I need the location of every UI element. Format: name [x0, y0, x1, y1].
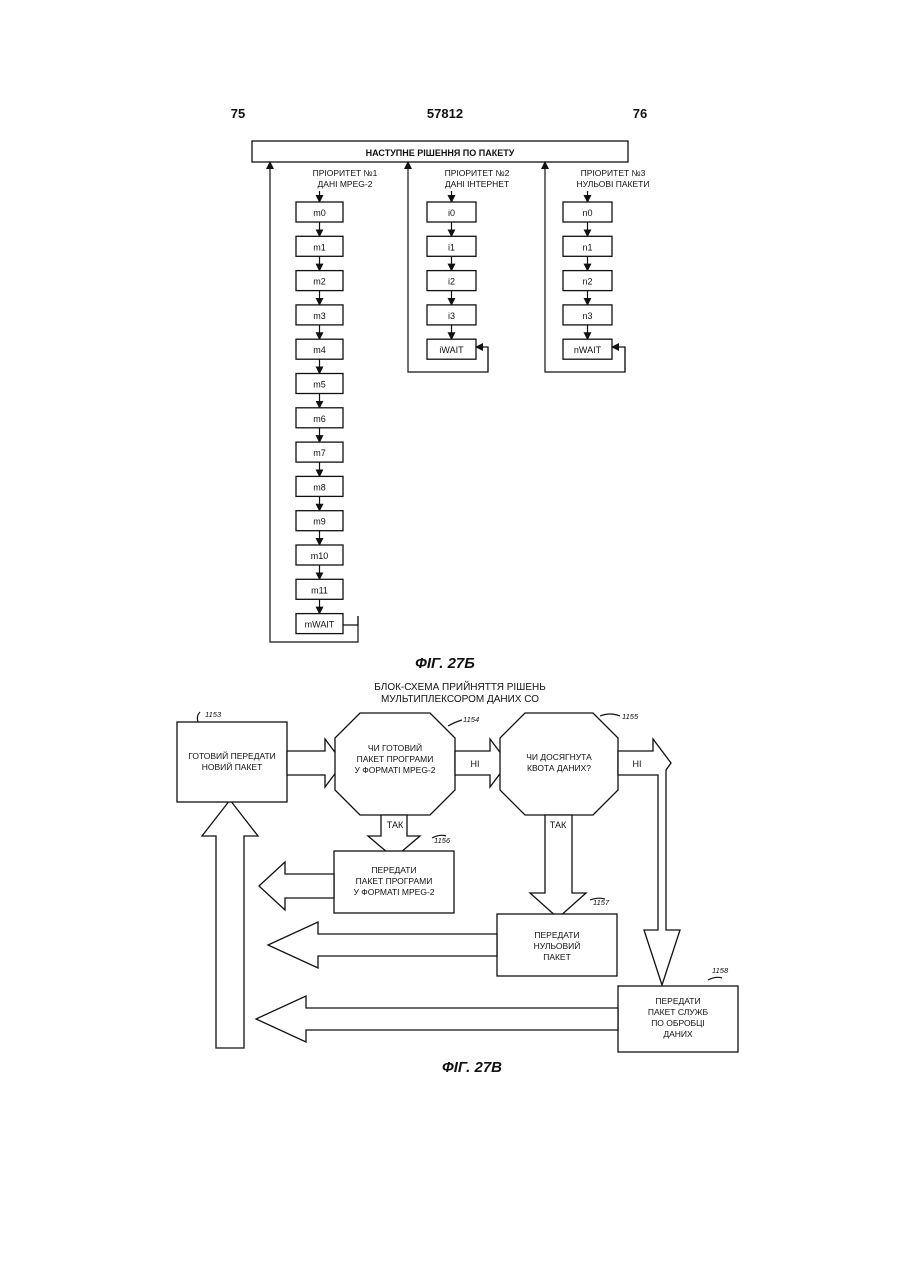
- yes-label-1: ТАК: [387, 820, 404, 830]
- ref-1153-leader: [197, 712, 200, 722]
- return-to-start-arrow: [202, 800, 258, 1048]
- queue1-state-label: m5: [313, 380, 326, 390]
- queue2-state-label: i2: [448, 277, 455, 287]
- arrow-services-send-return: [256, 996, 618, 1042]
- ready-box-line2: НОВИЙ ПАКЕТ: [202, 761, 263, 772]
- send-null-line2: НУЛЬОВИЙ: [534, 940, 581, 951]
- queue1-state-label: m9: [313, 517, 326, 527]
- flowchart-title-line2: МУЛЬТИПЛЕКСОРОМ ДАНИХ СО: [381, 694, 539, 705]
- ref-1158-leader: [708, 977, 722, 980]
- queue1-state-label: m10: [311, 551, 329, 561]
- queue1-mpeg2-column: m0 m1 m2 m3 m4 m5 m6 m7 m8 m9 m10 m11 mWAIT: [296, 191, 343, 634]
- queue1-state-label: m8: [313, 482, 326, 492]
- ref-1154: 1154: [463, 715, 479, 724]
- ref-1153: 1153: [205, 710, 222, 719]
- send-mpeg-line2: ПАКЕТ ПРОГРАМИ: [356, 876, 433, 886]
- send-null-line3: ПАКЕТ: [543, 952, 571, 962]
- flowchart-title-line1: БЛОК-СХЕМА ПРИЙНЯТТЯ РІШЕНЬ: [374, 680, 546, 693]
- queue1-label-line1: ПРІОРИТЕТ №1: [313, 168, 378, 178]
- queue2-internet-column: i0 i1 i2 i3 iWAIT: [427, 191, 476, 359]
- queue1-label-line2: ДАНІ MPEG-2: [318, 179, 373, 189]
- queue2-state-label: i3: [448, 311, 455, 321]
- quota-decision-line2: КВОТА ДАНИХ?: [527, 763, 591, 773]
- next-packet-decision-title: НАСТУПНЕ РІШЕННЯ ПО ПАКЕТУ: [366, 148, 515, 158]
- queue1-state-label: mWAIT: [305, 620, 335, 630]
- queue3-null-column: n0 n1 n2 n3 nWAIT: [563, 191, 612, 359]
- send-services-line1: ПЕРЕДАТИ: [655, 996, 700, 1006]
- queue2-state-label: i0: [448, 208, 455, 218]
- queue1-state-label: m3: [313, 311, 326, 321]
- left-page-number: 75: [231, 106, 245, 121]
- no-label-2: НІ: [633, 759, 642, 769]
- ready-box-line1: ГОТОВИЙ ПЕРЕДАТИ: [188, 750, 276, 761]
- figure-27v-caption: ФІГ. 27В: [442, 1059, 502, 1076]
- queue3-state-label: n2: [582, 277, 592, 287]
- mpeg2-ready-decision: [335, 713, 455, 815]
- queue1-state-label: m1: [313, 242, 326, 252]
- send-mpeg-line3: У ФОРМАТІ MPEG-2: [354, 887, 435, 897]
- quota-decision-line1: ЧИ ДОСЯГНУТА: [526, 752, 592, 762]
- ref-1156: 1156: [434, 836, 451, 845]
- queue1-state-label: m11: [311, 585, 328, 595]
- queue1-state-label: m7: [313, 448, 326, 458]
- queue2-state-label: i1: [448, 242, 455, 252]
- arrow-mpeg-send-return: [259, 862, 334, 910]
- send-services-line3: ПО ОБРОБЦІ: [651, 1018, 705, 1028]
- send-services-line4: ДАНИХ: [663, 1029, 693, 1039]
- queue3-state-label: n1: [582, 242, 592, 252]
- right-page-number: 76: [633, 106, 647, 121]
- queue1-state-label: m4: [313, 345, 326, 355]
- send-mpeg-line1: ПЕРЕДАТИ: [371, 865, 416, 875]
- mpeg-decision-line2: ПАКЕТ ПРОГРАМИ: [357, 754, 434, 764]
- mpeg-decision-line3: У ФОРМАТІ MPEG-2: [355, 765, 436, 775]
- iwait-self-loop: [476, 347, 488, 372]
- queue1-return-line: [270, 162, 358, 642]
- arrow-quota-no-to-services: [618, 739, 680, 985]
- queue2-label-line1: ПРІОРИТЕТ №2: [445, 168, 510, 178]
- queue3-state-label: nWAIT: [574, 345, 602, 355]
- queue2-state-label: iWAIT: [439, 345, 464, 355]
- queue3-state-label: n0: [582, 208, 592, 218]
- ref-1157: 1157: [593, 898, 610, 907]
- yes-label-2: ТАК: [550, 820, 567, 830]
- ref-1155: 1155: [622, 712, 639, 721]
- no-label-1: НІ: [471, 759, 480, 769]
- queue3-state-label: n3: [582, 311, 592, 321]
- queue1-state-label: m6: [313, 414, 326, 424]
- queue2-label-line2: ДАНІ ІНТЕРНЕТ: [445, 179, 509, 189]
- queue3-label-line1: ПРІОРИТЕТ №3: [581, 168, 646, 178]
- figure-27b-caption: ФІГ. 27Б: [415, 655, 475, 672]
- ref-1155-leader: [600, 714, 620, 716]
- mwait-self-loop: [343, 616, 358, 625]
- queue1-state-label: m0: [313, 208, 326, 218]
- mpeg-decision-line1: ЧИ ГОТОВИЙ: [368, 742, 422, 753]
- nwait-self-loop: [612, 347, 625, 372]
- queue3-label-line2: НУЛЬОВІ ПАКЕТИ: [577, 179, 650, 189]
- send-null-line1: ПЕРЕДАТИ: [534, 930, 579, 940]
- send-services-line2: ПАКЕТ СЛУЖБ: [648, 1007, 709, 1017]
- queue1-state-label: m2: [313, 277, 326, 287]
- arrow-null-send-return: [268, 922, 497, 968]
- ref-1158: 1158: [712, 966, 729, 975]
- ref-1154-leader: [448, 720, 462, 726]
- patent-number: 57812: [427, 106, 463, 121]
- arrow-quota-yes-to-null: [530, 815, 586, 918]
